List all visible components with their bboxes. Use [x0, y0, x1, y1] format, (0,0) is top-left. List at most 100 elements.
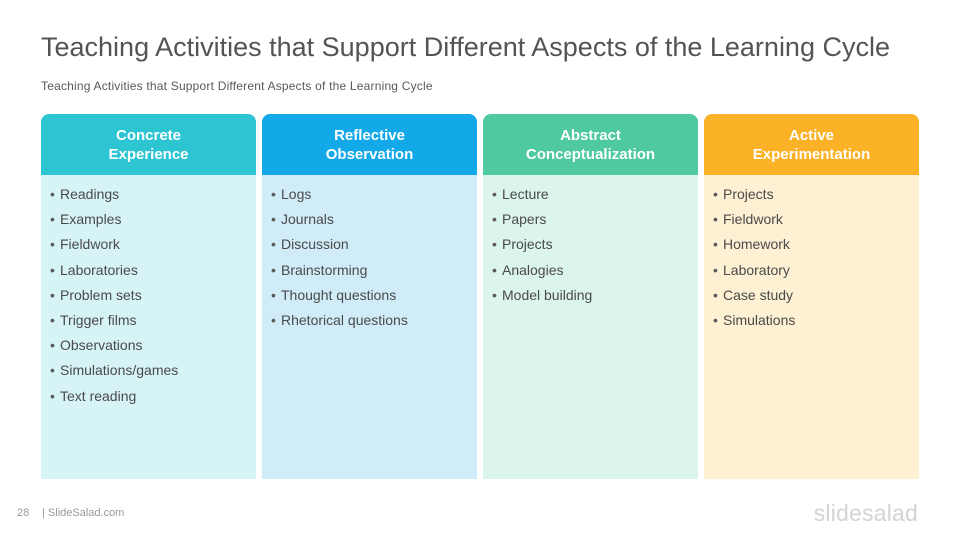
bullet-icon: •	[50, 362, 55, 379]
bullet-icon: •	[271, 311, 276, 328]
column-heading-line2: Experience	[108, 145, 189, 163]
list-item-label: Laboratory	[723, 261, 790, 278]
list-item: • Logs	[271, 184, 477, 209]
bullet-icon: •	[271, 211, 276, 228]
list-item: •Examples	[50, 209, 256, 234]
column-heading-line2: Experimentation	[752, 145, 871, 163]
list-item-label: Simulations	[723, 311, 796, 328]
list-item-label: Text reading	[60, 387, 137, 404]
list-item-label: Problem sets	[60, 286, 142, 303]
column-heading-line1: Concrete	[115, 126, 182, 144]
brand-logo: slidesalad	[813, 500, 918, 526]
activity-list: •Logs•Journals•Discussion•Brainstorming•…	[262, 184, 477, 335]
list-item: • Simulations/games	[50, 360, 256, 385]
footer-site-link: | SlideSalad.com	[42, 507, 125, 519]
list-item: • Rhetorical questions	[271, 310, 477, 335]
list-item: •Case study	[713, 285, 919, 310]
list-item-label: Case study	[723, 286, 794, 303]
activity-list: • Lecture • Papers • Projects • Analogies • Model…	[483, 184, 698, 310]
bullet-icon: •	[50, 337, 55, 354]
list-item-label: Rhetorical questions	[281, 311, 408, 328]
list-item-label: Model building	[502, 286, 593, 303]
column-heading-line1: Reflective	[334, 126, 405, 144]
list-item-label: Discussion	[281, 236, 349, 253]
column-heading-line2: Observation	[325, 145, 414, 163]
bullet-icon: •	[713, 211, 718, 228]
list-item-label: Logs	[281, 186, 312, 202]
list-item: • Readings	[50, 184, 256, 209]
list-item-label: Simulations/games	[60, 362, 179, 379]
list-item: • Fieldwork	[50, 234, 256, 259]
list-item: • Laboratories	[50, 260, 256, 285]
bullet-icon: •	[492, 286, 497, 303]
column-body: • Lecture • Papers • Projects • Analogies • Model…	[483, 175, 698, 479]
list-item: •Discussion	[271, 234, 477, 259]
page-number: 28	[17, 507, 30, 519]
list-item: •Homework	[713, 234, 919, 259]
list-item: • Laboratory	[713, 260, 919, 285]
bullet-icon: •	[492, 186, 497, 202]
list-item-label: Observations	[60, 337, 143, 354]
list-item: • Projects	[713, 184, 919, 209]
bullet-icon: •	[50, 261, 55, 278]
list-item: • Trigger films	[50, 310, 256, 335]
bullet-icon: •	[50, 236, 55, 253]
list-item: • Projects	[492, 234, 698, 259]
list-item: • Lecture	[492, 184, 698, 209]
bullet-icon: •	[271, 286, 276, 303]
slide-subtitle: Teaching Activities that Support Differe…	[41, 79, 433, 93]
list-item: • Observations	[50, 335, 256, 360]
bullet-icon: •	[271, 186, 276, 202]
list-item: • Thought questions	[271, 285, 477, 310]
list-item: • Papers	[492, 209, 698, 234]
bullet-icon: •	[492, 236, 497, 253]
list-item: • Model building	[492, 285, 698, 310]
list-item-label: Projects	[723, 186, 774, 202]
list-item-label: Projects	[502, 236, 553, 253]
list-item-label: Brainstorming	[281, 261, 368, 278]
bullet-icon: •	[713, 261, 718, 278]
list-item-label: Lecture	[502, 186, 549, 202]
list-item: • Analogies	[492, 260, 698, 285]
slide-title: Teaching Activities that Support Differe…	[41, 32, 890, 62]
bullet-icon: •	[50, 311, 55, 328]
bullet-icon: •	[50, 286, 55, 303]
column-body: •Readings•Examples•Fieldwork•Laboratorie…	[41, 175, 256, 479]
bullet-icon: •	[50, 387, 55, 404]
list-item: • Simulations	[713, 310, 919, 335]
list-item-label: Examples	[60, 211, 122, 228]
list-item-label: Fieldwork	[723, 211, 783, 228]
bullet-icon: •	[271, 261, 276, 278]
activity-list: •Projects•Fieldwork•Homework•Laboratory•…	[704, 184, 919, 335]
list-item: • Text reading	[50, 386, 256, 411]
list-item-label: Thought questions	[281, 286, 397, 303]
list-item: • Fieldwork	[713, 209, 919, 234]
list-item-label: Analogies	[502, 261, 564, 278]
list-item: • Brainstorming	[271, 260, 477, 285]
list-item-label: Trigger films	[60, 311, 137, 328]
list-item-label: Fieldwork	[60, 236, 120, 253]
column-body: •Logs•Journals•Discussion•Brainstorming•…	[262, 175, 477, 479]
list-item-label: Laboratories	[60, 261, 138, 278]
column-heading-line1: Abstract	[560, 126, 621, 144]
column-body: •Projects•Fieldwork•Homework•Laboratory•…	[704, 175, 919, 479]
list-item: •Journals	[271, 209, 477, 234]
column-heading-line2: Conceptualization	[525, 145, 656, 163]
bullet-icon: •	[713, 186, 718, 202]
bullet-icon: •	[50, 186, 55, 202]
list-item-label: Papers	[502, 211, 547, 228]
list-item-label: Homework	[723, 236, 790, 253]
bullet-icon: •	[713, 311, 718, 328]
bullet-icon: •	[492, 211, 497, 228]
list-item-label: Readings	[60, 186, 120, 202]
bullet-icon: •	[492, 261, 497, 278]
list-item: • Problem sets	[50, 285, 256, 310]
